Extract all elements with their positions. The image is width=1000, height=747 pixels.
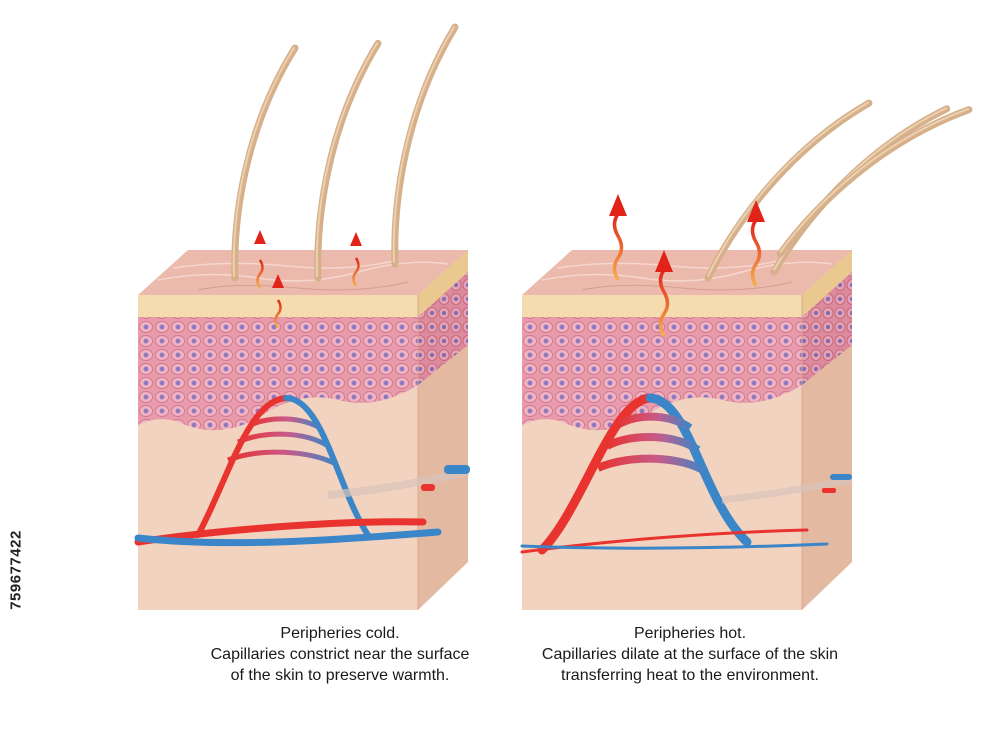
- hair-2: [317, 43, 378, 278]
- caption-line: Capillaries constrict near the surface: [140, 644, 540, 665]
- caption-line: Capillaries dilate at the surface of the…: [490, 644, 890, 665]
- stock-id-label: 759677422: [4, 520, 28, 620]
- caption-title: Peripheries hot.: [490, 623, 890, 644]
- panel-cold: [138, 27, 470, 610]
- caption-cold: Peripheries cold. Capillaries constrict …: [140, 623, 540, 686]
- caption-hot: Peripheries hot. Capillaries dilate at t…: [490, 623, 890, 686]
- caption-title: Peripheries cold.: [140, 623, 540, 644]
- hair-3: [394, 27, 455, 264]
- stock-id-text: 759677422: [8, 530, 25, 610]
- caption-line: transferring heat to the environment.: [490, 665, 890, 686]
- panel-hot: [522, 72, 969, 610]
- caption-line: of the skin to preserve warmth.: [140, 665, 540, 686]
